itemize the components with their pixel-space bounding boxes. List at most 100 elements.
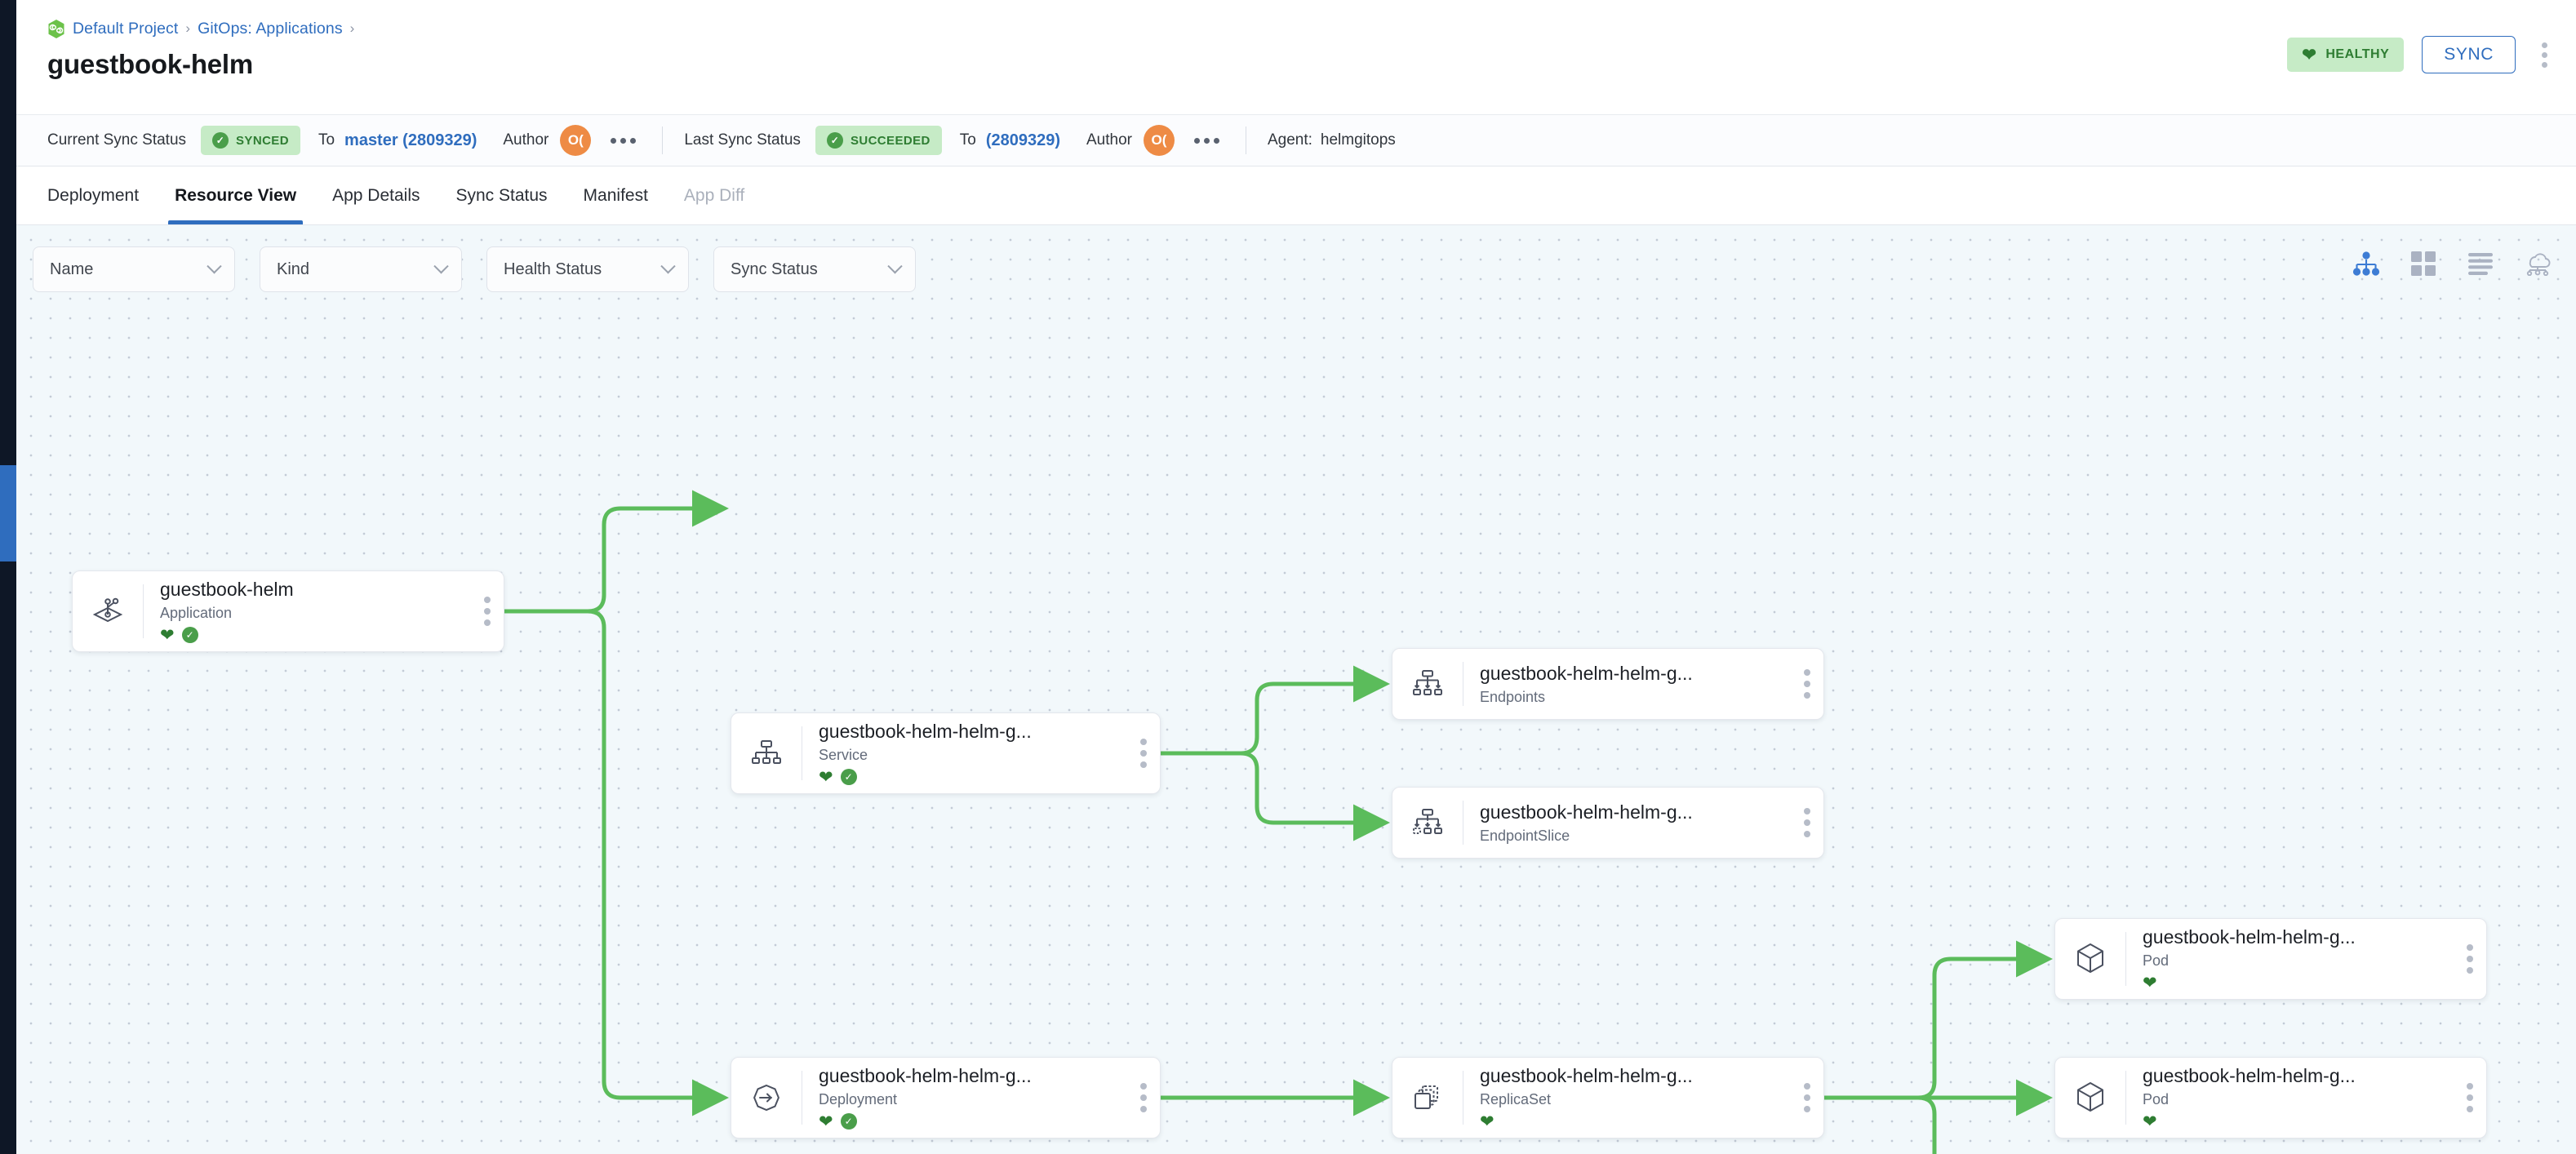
last-sync-status-badge: ✓ SUCCEEDED: [815, 126, 942, 155]
breadcrumb-item-gitops-applications[interactable]: GitOps: Applications: [198, 19, 343, 38]
last-to-label: To: [959, 131, 976, 149]
breadcrumb-item-default-project[interactable]: Default Project: [73, 19, 179, 38]
grid-view-icon[interactable]: [2408, 248, 2439, 279]
node-kind: Pod: [2143, 952, 2170, 969]
heart-icon: ❤: [1480, 1112, 1495, 1131]
node-kind: ReplicaSet: [1480, 1090, 1552, 1107]
filter-sync-status[interactable]: Sync Status: [713, 246, 916, 292]
chevron-down-icon: [207, 258, 222, 273]
node-status: ❤ ✓: [819, 767, 1117, 787]
health-status-badge: ❤ HEALTHY: [2287, 38, 2405, 72]
tab-resource-view[interactable]: Resource View: [157, 166, 314, 224]
node-menu-icon[interactable]: [1791, 669, 1823, 699]
node-menu-icon[interactable]: [2454, 1083, 2486, 1112]
filter-kind-label: Kind: [277, 260, 310, 278]
node-status: ❤ ✓: [819, 1112, 1117, 1131]
node-title: guestbook-helm-helm-g...: [819, 1064, 1032, 1086]
tab-sync-status[interactable]: Sync Status: [455, 185, 548, 205]
breadcrumb-separator-2: ›: [349, 20, 355, 36]
node-menu-icon[interactable]: [1127, 1083, 1160, 1112]
node-title: guestbook-helm-helm-g...: [2143, 925, 2356, 948]
agent-label: Agent:: [1267, 131, 1312, 149]
endpoints-icon: [1392, 668, 1463, 699]
node-content-5: guestbook-helm-helm-g... Deployment ❤ ✓: [802, 1064, 1127, 1131]
service-icon: [731, 737, 802, 770]
avatar-2[interactable]: O(: [1143, 125, 1175, 156]
last-revision-link[interactable]: (2809329): [985, 131, 1060, 149]
graph-layer: guestbook-helm Application ❤ ✓: [16, 225, 2576, 1154]
node-content: guestbook-helm Application ❤ ✓: [144, 578, 471, 645]
node-menu-icon[interactable]: [1127, 739, 1160, 768]
tree-view-icon[interactable]: [2351, 248, 2382, 279]
network-view-icon[interactable]: [2522, 248, 2553, 279]
divider: [662, 126, 664, 154]
node-title: guestbook-helm-helm-g...: [1480, 801, 1693, 823]
check-circle-icon: ✓: [212, 132, 229, 149]
last-sync-status-value: SUCCEEDED: [850, 133, 930, 148]
last-sync-more-icon[interactable]: [1189, 133, 1224, 149]
filter-name-label: Name: [50, 260, 94, 278]
project-logo-icon: [47, 19, 65, 39]
tab-deployment[interactable]: Deployment: [47, 185, 140, 205]
node-title: guestbook-helm-helm-g...: [1480, 662, 1693, 684]
kebab-vertical-icon[interactable]: [2534, 38, 2555, 71]
filter-name[interactable]: Name: [33, 246, 235, 292]
node-content-8: guestbook-helm-helm-g... Pod ❤: [2126, 1064, 2454, 1131]
left-nav-rail[interactable]: [0, 0, 16, 1154]
heart-icon: ❤: [2143, 973, 2157, 992]
node-status: ❤: [1480, 1112, 1781, 1131]
graph-node-replicaset[interactable]: guestbook-helm-helm-g... ReplicaSet ❤: [1392, 1057, 1824, 1138]
avatar[interactable]: O(: [560, 125, 592, 156]
heart-icon: ❤: [2302, 45, 2317, 64]
resource-graph-canvas[interactable]: Name Kind Health Status Sync Status: [16, 225, 2576, 1154]
node-content-6: guestbook-helm-helm-g... ReplicaSet ❤: [1463, 1064, 1791, 1131]
node-status: ❤: [2143, 1112, 2444, 1131]
last-sync-status-label: Last Sync Status: [684, 131, 801, 149]
pod-icon-2: [2055, 1080, 2125, 1116]
application-icon: [73, 594, 143, 628]
node-content-3: guestbook-helm-helm-g... Endpoints: [1463, 662, 1791, 706]
endpointslice-icon: [1392, 807, 1463, 838]
breadcrumb-separator: ›: [185, 20, 191, 36]
graph-node-endpoints[interactable]: guestbook-helm-helm-g... Endpoints: [1392, 648, 1824, 720]
page-title: guestbook-helm: [47, 49, 254, 79]
tab-bar: Deployment Resource View App Details Syn…: [16, 166, 2576, 225]
tab-manifest[interactable]: Manifest: [583, 185, 648, 205]
agent-value: helmgitops: [1320, 131, 1396, 149]
graph-node-endpointslice[interactable]: guestbook-helm-helm-g... EndpointSlice: [1392, 787, 1824, 859]
health-status-label: HEALTHY: [2325, 47, 2390, 61]
node-menu-icon[interactable]: [471, 597, 504, 626]
heart-icon: ❤: [819, 767, 833, 787]
graph-node-pod-2[interactable]: guestbook-helm-helm-g... Pod ❤: [2054, 1057, 2487, 1138]
node-kind: Service: [819, 746, 868, 763]
replicaset-icon: [1392, 1081, 1463, 1114]
node-menu-icon[interactable]: [2454, 944, 2486, 974]
page-header: Default Project › GitOps: Applications ›…: [16, 0, 2576, 114]
list-view-icon[interactable]: [2465, 248, 2496, 279]
graph-node-deployment[interactable]: guestbook-helm-helm-g... Deployment ❤ ✓: [731, 1057, 1161, 1138]
node-content-2: guestbook-helm-helm-g... Service ❤ ✓: [802, 720, 1127, 787]
node-kind: EndpointSlice: [1480, 827, 1570, 844]
current-sync-status-badge: ✓ SYNCED: [201, 126, 300, 155]
node-content-4: guestbook-helm-helm-g... EndpointSlice: [1463, 801, 1791, 845]
filter-kind[interactable]: Kind: [260, 246, 462, 292]
node-menu-icon[interactable]: [1791, 808, 1823, 837]
rail-active-indicator: [0, 465, 16, 561]
current-revision-link[interactable]: master (2809329): [344, 131, 477, 149]
filter-health-status[interactable]: Health Status: [486, 246, 689, 292]
node-menu-icon[interactable]: [1791, 1083, 1823, 1112]
graph-node-service[interactable]: guestbook-helm-helm-g... Service ❤ ✓: [731, 712, 1161, 794]
graph-edges: [502, 490, 2054, 1154]
current-author-label: Author: [503, 131, 549, 149]
graph-node-pod-1[interactable]: guestbook-helm-helm-g... Pod ❤: [2054, 918, 2487, 1000]
graph-node-application[interactable]: guestbook-helm Application ❤ ✓: [72, 570, 504, 652]
chevron-down-icon-4: [887, 258, 903, 273]
check-circle-icon: ✓: [840, 769, 857, 786]
node-divider: [143, 584, 144, 638]
current-sync-more-icon[interactable]: [606, 133, 641, 149]
tab-app-details[interactable]: App Details: [332, 185, 420, 205]
node-status: ❤ ✓: [160, 625, 461, 645]
sync-button[interactable]: SYNC: [2422, 36, 2516, 73]
filter-health-status-label: Health Status: [504, 260, 602, 278]
view-mode-switcher: [2351, 248, 2553, 279]
